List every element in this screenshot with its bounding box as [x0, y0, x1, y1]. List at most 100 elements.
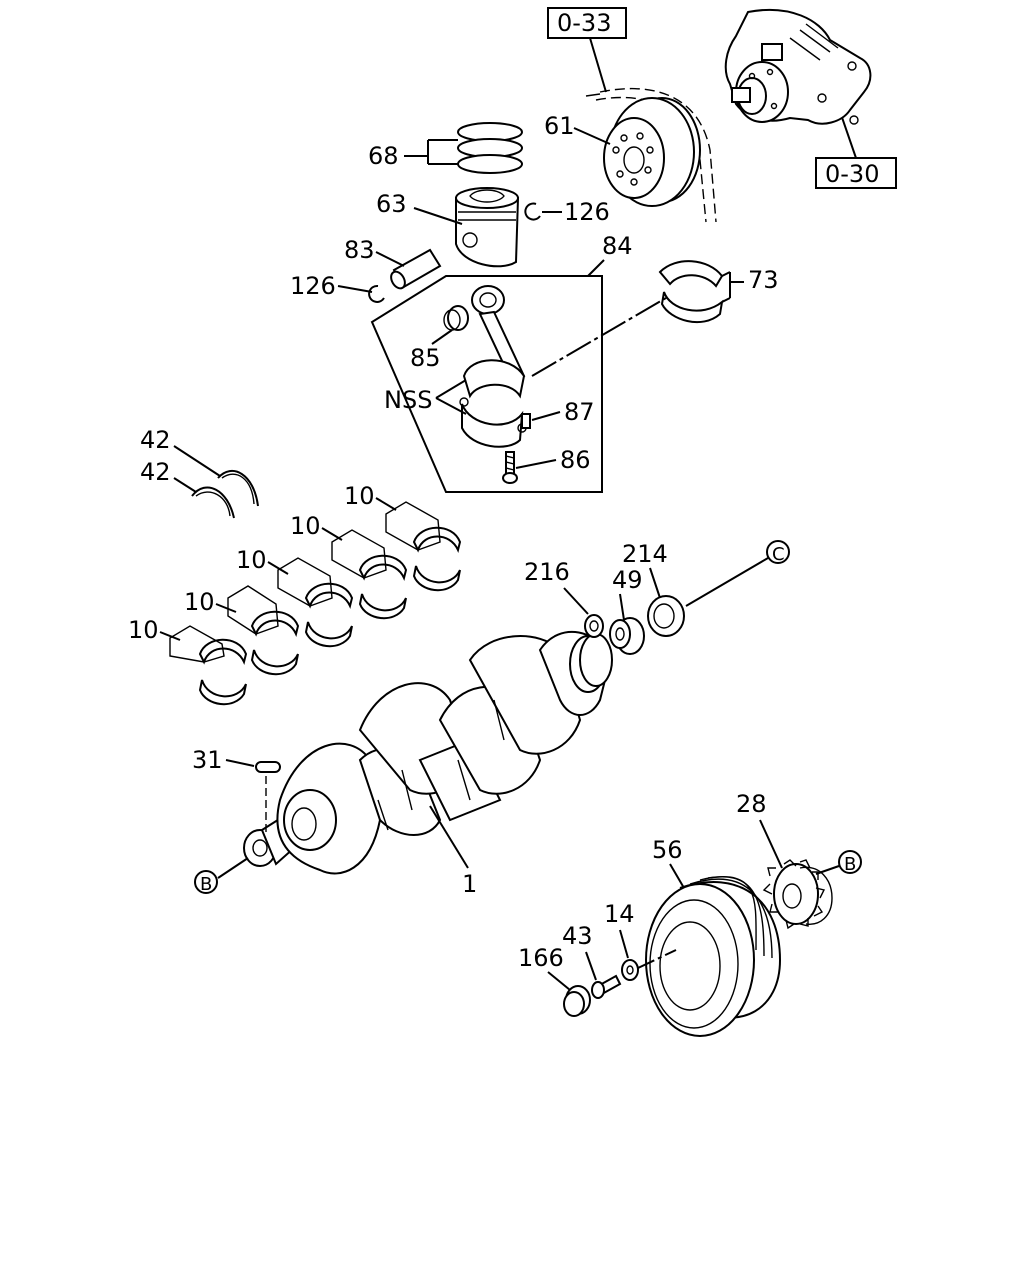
- label-nss-text: NSS: [384, 386, 432, 414]
- leader-c: [685, 557, 769, 607]
- bolt-43: [591, 974, 622, 999]
- callout-b-left[interactable]: B: [194, 870, 218, 895]
- label-10-b[interactable]: 10: [290, 512, 321, 540]
- label-42-lower[interactable]: 42: [140, 458, 171, 486]
- label-49[interactable]: 49: [612, 566, 643, 594]
- label-73-text: 73: [748, 266, 779, 294]
- leader-216: [563, 587, 589, 615]
- leader-nss: [435, 379, 467, 415]
- leader-10-b: [321, 527, 343, 541]
- callout-c[interactable]: C: [766, 540, 790, 565]
- label-61[interactable]: 61: [544, 112, 575, 140]
- leader-87: [531, 411, 561, 421]
- label-42-upper-text: 42: [140, 426, 171, 454]
- key-31: [255, 761, 281, 773]
- label-126-bottom[interactable]: 126: [290, 272, 336, 300]
- label-63-text: 63: [376, 190, 407, 218]
- leader-61: [573, 127, 611, 145]
- connecting-rod: [459, 285, 527, 448]
- label-87[interactable]: 87: [564, 398, 595, 426]
- ref-box-0-30-text: 0-30: [825, 160, 879, 188]
- label-84[interactable]: 84: [602, 232, 633, 260]
- axis-14: [637, 949, 677, 969]
- label-216-text: 216: [524, 558, 570, 586]
- label-42-upper[interactable]: 42: [140, 426, 171, 454]
- label-83-text: 83: [344, 236, 375, 264]
- label-1-text: 1: [462, 870, 477, 898]
- thrust-washer-42-upper: [217, 470, 259, 507]
- leader-83: [375, 251, 405, 267]
- label-10-a-text: 10: [344, 482, 375, 510]
- label-126-bottom-text: 126: [290, 272, 336, 300]
- label-68-text: 68: [368, 142, 399, 170]
- pulley-61: [603, 97, 701, 207]
- leader-10-d: [215, 603, 237, 613]
- label-14-text: 14: [604, 900, 635, 928]
- label-86[interactable]: 86: [560, 446, 591, 474]
- thrust-washer-42-lower-inner: [195, 491, 231, 517]
- label-214-text: 214: [622, 540, 668, 568]
- label-86-text: 86: [560, 446, 591, 474]
- label-83[interactable]: 83: [344, 236, 375, 264]
- piston-63: [455, 187, 520, 268]
- label-10-e-text: 10: [128, 616, 159, 644]
- label-85[interactable]: 85: [410, 344, 441, 372]
- gear-28: [762, 859, 833, 930]
- label-10-d-text: 10: [184, 588, 215, 616]
- snap-ring-126-bottom: [368, 284, 385, 303]
- label-42-lower-text: 42: [140, 458, 171, 486]
- label-126-top[interactable]: 126: [564, 198, 610, 226]
- label-10-c[interactable]: 10: [236, 546, 267, 574]
- label-43[interactable]: 43: [562, 922, 593, 950]
- label-68[interactable]: 68: [368, 142, 399, 170]
- conrod-group-frame: [370, 275, 603, 493]
- label-87-text: 87: [564, 398, 595, 426]
- leader-86: [515, 459, 557, 469]
- leader-14: [619, 929, 629, 959]
- leader-84: [587, 259, 605, 277]
- leader-42-upper: [173, 445, 221, 477]
- label-216[interactable]: 216: [524, 558, 570, 586]
- label-31[interactable]: 31: [192, 746, 223, 774]
- main-bearing-10-a: [385, 501, 462, 592]
- label-166[interactable]: 166: [518, 944, 564, 972]
- label-10-c-text: 10: [236, 546, 267, 574]
- leader-10-a: [375, 497, 397, 511]
- label-1[interactable]: 1: [462, 870, 477, 898]
- leader-28: [759, 819, 783, 869]
- main-bearing-10-d: [227, 585, 300, 676]
- label-10-b-text: 10: [290, 512, 321, 540]
- ref-box-0-30[interactable]: 0-30: [815, 157, 897, 189]
- label-61-text: 61: [544, 112, 575, 140]
- label-126-top-text: 126: [564, 198, 610, 226]
- leader-10-c: [267, 561, 289, 575]
- seal-214: [647, 595, 685, 637]
- main-bearing-10-e: [169, 625, 248, 706]
- bearing-73: [658, 260, 724, 324]
- main-bearing-10-c: [277, 557, 354, 648]
- dowel-87: [521, 413, 531, 429]
- label-10-d[interactable]: 10: [184, 588, 215, 616]
- leader-63: [413, 207, 463, 225]
- label-214[interactable]: 214: [622, 540, 668, 568]
- label-10-a[interactable]: 10: [344, 482, 375, 510]
- callout-b-right[interactable]: B: [838, 850, 862, 875]
- leader-1: [429, 805, 469, 869]
- label-nss[interactable]: NSS: [384, 386, 432, 414]
- ref-box-0-33-text: 0-33: [557, 9, 611, 37]
- water-pump: [724, 8, 872, 125]
- label-28[interactable]: 28: [736, 790, 767, 818]
- spacer-216: [584, 614, 604, 638]
- label-73[interactable]: 73: [748, 266, 779, 294]
- ref-box-0-33[interactable]: 0-33: [547, 7, 627, 39]
- label-63[interactable]: 63: [376, 190, 407, 218]
- leader-85: [431, 329, 453, 345]
- label-28-text: 28: [736, 790, 767, 818]
- snap-ring-126-top: [524, 202, 541, 221]
- label-56[interactable]: 56: [652, 836, 683, 864]
- label-10-e[interactable]: 10: [128, 616, 159, 644]
- label-84-text: 84: [602, 232, 633, 260]
- leader-b-left: [217, 857, 249, 879]
- label-14[interactable]: 14: [604, 900, 635, 928]
